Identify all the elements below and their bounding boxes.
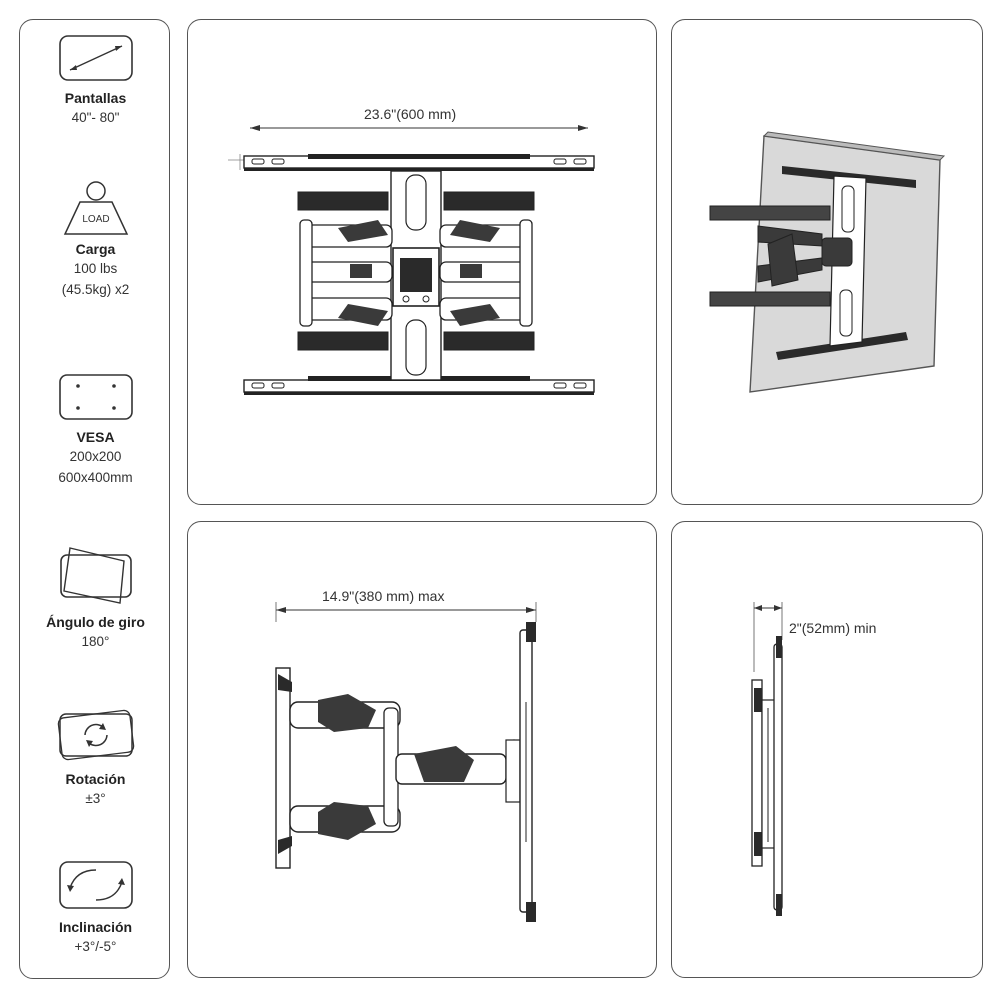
spec-tilt: Inclinación +3°/-5° — [20, 858, 169, 957]
spec-title: Carga — [75, 241, 116, 257]
minimum-dimension-label: 2"(52mm) min — [789, 620, 877, 636]
spec-title: Pantallas — [64, 90, 127, 106]
extension-view-drawing — [275, 602, 537, 922]
spec-value: 40"- 80" — [71, 110, 120, 125]
spec-value: 180° — [81, 634, 110, 649]
spec-value: 200x200 — [69, 449, 122, 464]
spec-title: Ángulo de giro — [46, 614, 145, 630]
swivel-angle-icon — [59, 547, 132, 604]
spec-value: (45.5kg) x2 — [61, 282, 130, 297]
front-view-drawing — [228, 125, 595, 395]
spec-title: VESA — [76, 429, 115, 445]
spec-rotation: Rotación ±3° — [20, 706, 169, 809]
spec-title: Rotación — [65, 771, 126, 787]
spec-value: 600x400mm — [58, 470, 133, 485]
spec-value: +3°/-5° — [74, 939, 117, 954]
spec-panel: Pantallas 40"- 80" LOAD Carga 100 lbs (4… — [19, 19, 170, 979]
spec-swivel: Ángulo de giro 180° — [20, 545, 169, 652]
vesa-pattern-icon — [58, 374, 133, 420]
extension-dimension-label: 14.9"(380 mm) max — [322, 588, 445, 604]
spec-title: Inclinación — [58, 919, 133, 935]
tilt-icon — [58, 861, 133, 909]
extension-view-panel: 14.9"(380 mm) max — [187, 521, 657, 978]
spec-load: LOAD Carga 100 lbs (45.5kg) x2 — [20, 180, 169, 300]
width-dimension-label: 23.6"(600 mm) — [364, 106, 457, 122]
perspective-view-drawing — [709, 131, 946, 393]
diagonal-screen-icon — [58, 35, 133, 81]
rotation-icon — [57, 709, 134, 761]
load-icon-text: LOAD — [82, 214, 109, 225]
load-weight-icon: LOAD — [63, 181, 128, 235]
spec-screens: Pantallas 40"- 80" — [20, 33, 169, 128]
spec-value: ±3° — [85, 791, 106, 806]
minimum-profile-panel: 2"(52mm) min — [671, 521, 983, 978]
minimum-profile-drawing — [751, 602, 783, 916]
spec-value: 100 lbs — [73, 261, 118, 276]
spec-vesa: VESA 200x200 600x400mm — [20, 372, 169, 488]
perspective-view-panel — [671, 19, 983, 505]
front-view-panel: 23.6"(600 mm) — [187, 19, 657, 505]
